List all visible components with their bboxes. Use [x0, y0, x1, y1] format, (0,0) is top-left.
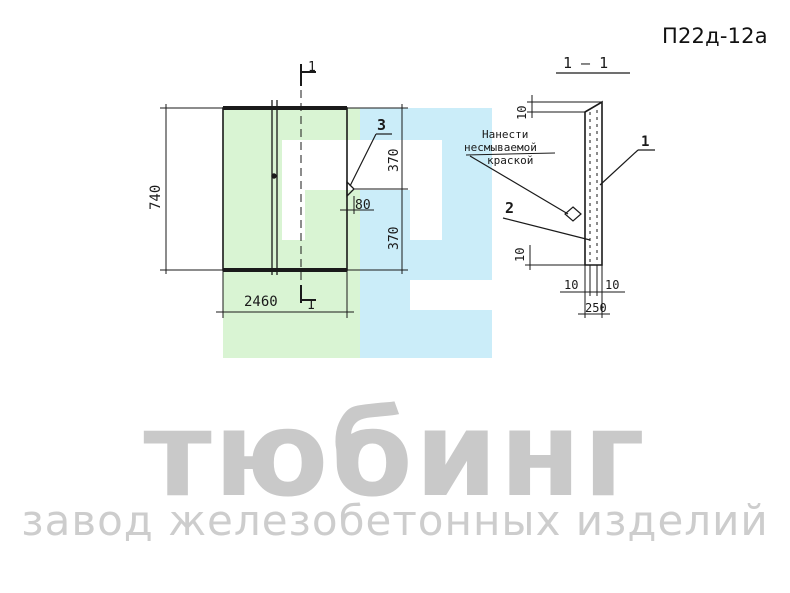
- watermark-tagline: завод железобетонных изделий: [21, 496, 769, 545]
- callout-2-leader: [502, 217, 591, 241]
- callout-1-leader: [599, 149, 639, 186]
- paint-note: Нанести несмываемой краской: [464, 128, 582, 222]
- dim-right-10: 10: [605, 278, 619, 292]
- callout-3-leader: [349, 133, 377, 187]
- dim-width-lines: [216, 270, 354, 318]
- note-leader: [469, 155, 569, 215]
- dim-height: 740: [148, 185, 164, 210]
- dim-top-10: 10: [515, 106, 529, 120]
- dim-left-10: 10: [564, 278, 578, 292]
- dim-height-lines: [160, 104, 223, 274]
- section-mark-top: 1: [308, 60, 316, 75]
- callout-2: 2: [505, 199, 514, 217]
- dim-upper: 370: [387, 149, 402, 172]
- section-view: [525, 95, 625, 318]
- dim-bottom-10: 10: [513, 248, 527, 262]
- dim-width: 2460: [244, 294, 278, 310]
- note-line-2: несмываемой: [464, 141, 537, 154]
- note-diamond: [564, 206, 582, 222]
- section-outline: [584, 100, 603, 266]
- section-title: 1 — 1: [563, 54, 608, 72]
- dim-offset: 80: [355, 198, 371, 213]
- note-line-1: Нанести: [482, 128, 528, 141]
- watermark-logo: [223, 108, 492, 358]
- section-marks: [300, 64, 316, 303]
- dim-thickness: 250: [585, 301, 607, 315]
- panel-front-view: [222, 64, 355, 300]
- section-mark-bottom: 1: [307, 298, 315, 313]
- product-code: П22д-12а: [662, 24, 768, 48]
- lifting-mark: [271, 173, 277, 179]
- logo-notch: [410, 280, 492, 310]
- logo-stem-green: [305, 190, 360, 310]
- watermark-brand: тюбинг: [143, 385, 647, 523]
- callout-3: 3: [377, 116, 386, 134]
- dim-right-lines: [340, 104, 408, 274]
- callout-1: 1: [641, 134, 649, 150]
- note-line-3: краской: [487, 154, 533, 167]
- dim-lower: 370: [387, 227, 402, 250]
